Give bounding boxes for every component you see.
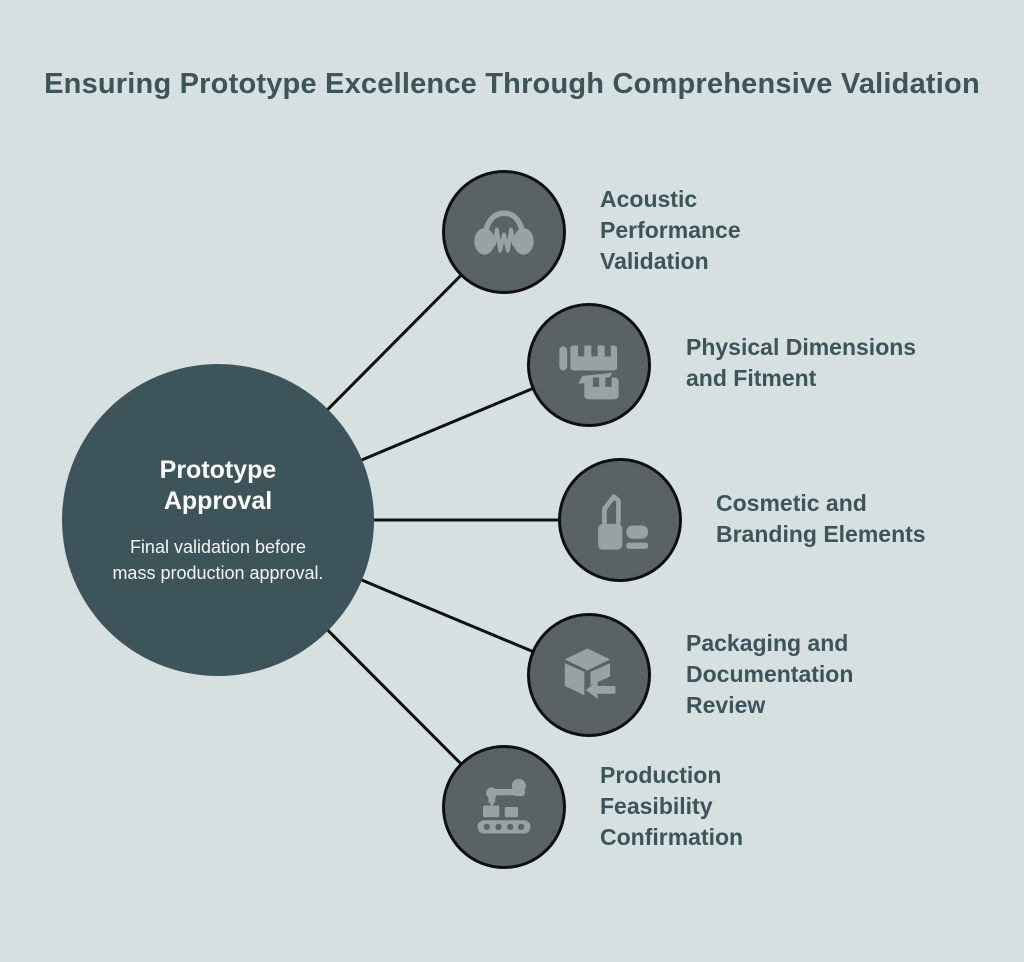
branch-label-production: Production Feasibility Confirmation [600,762,744,850]
branch-node-packaging [527,613,651,737]
measuring-tape-icon [559,345,619,400]
package-box-arrow-icon [564,648,616,700]
headphones-soundwave-icon [474,210,534,255]
center-node-description: Final validation before mass production … [112,536,324,583]
center-node-title: Prototype Approval [159,455,277,515]
branch-label-packaging: Packaging and Documentation Review [686,630,854,718]
branch-node-cosmetic [558,458,682,582]
branch-node-dimensions [527,303,651,427]
page-title: Ensuring Prototype Excellence Through Co… [44,68,980,100]
lipstick-compact-icon [598,494,649,550]
center-node-prototype-approval: Prototype Approval Final validation befo… [62,364,374,676]
branch-label-dimensions: Physical Dimensions and Fitment [686,334,917,391]
branch-node-production [442,745,566,869]
branch-label-acoustic: Acoustic Performance Validation [600,186,741,274]
branch-node-acoustic [442,170,566,294]
robot-arm-conveyor-icon [477,778,531,834]
branch-label-cosmetic: Cosmetic and Branding Elements [716,490,926,547]
